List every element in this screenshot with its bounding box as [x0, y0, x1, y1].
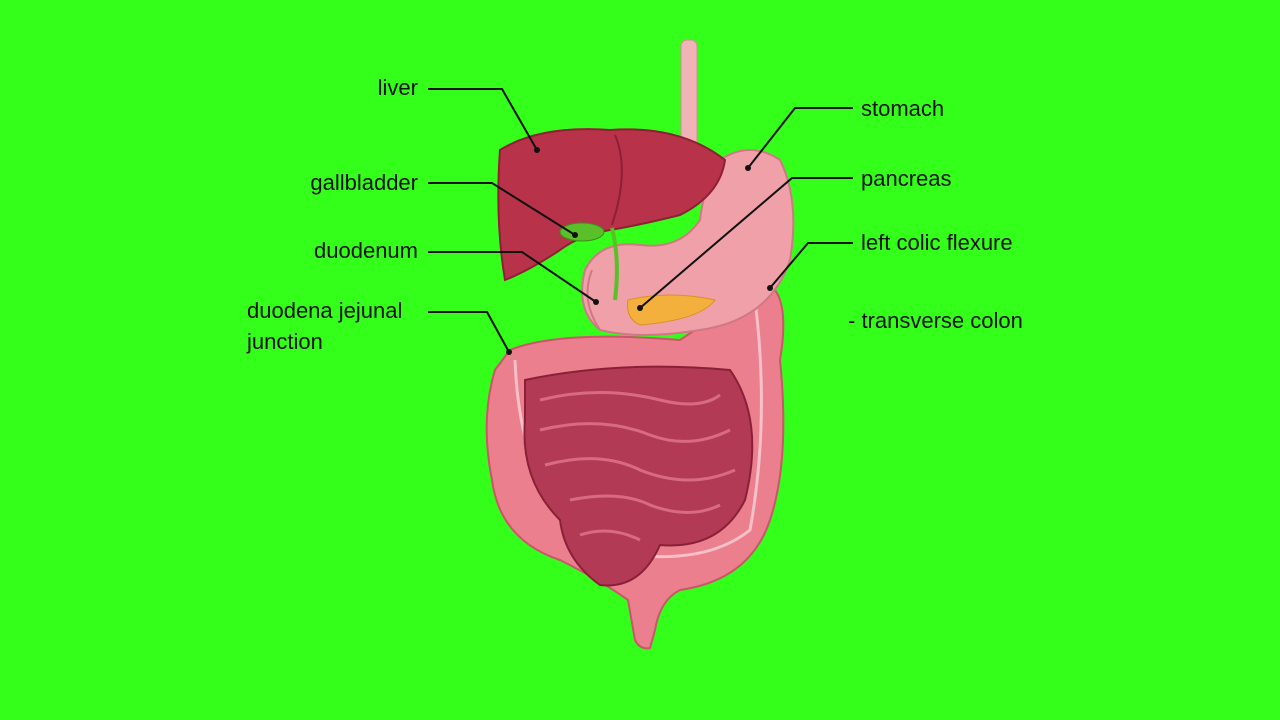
gallbladder	[559, 222, 605, 242]
intestine-folds	[539, 391, 736, 542]
label-pancreas: pancreas	[861, 166, 952, 191]
label-left-colic-flexure: left colic flexure	[861, 230, 1013, 255]
pancreas	[627, 294, 716, 326]
label-stomach: stomach	[861, 96, 945, 121]
label-junction: junction	[247, 329, 323, 354]
label-duodena-jejunal: duodena jejunal	[247, 298, 403, 323]
small-intestine	[523, 365, 754, 587]
label-gallbladder: gallbladder	[310, 170, 418, 195]
label-duodenum: duodenum	[314, 238, 418, 263]
label-liver: liver	[377, 75, 418, 100]
liver-lobe-division	[611, 134, 623, 226]
leader-dots	[506, 147, 773, 355]
duodenum	[586, 269, 601, 331]
leader-lines	[428, 88, 853, 353]
bile-duct	[610, 227, 619, 301]
label-transverse-colon: - transverse colon	[848, 308, 1023, 333]
liver	[497, 128, 727, 282]
stomach	[581, 149, 795, 336]
